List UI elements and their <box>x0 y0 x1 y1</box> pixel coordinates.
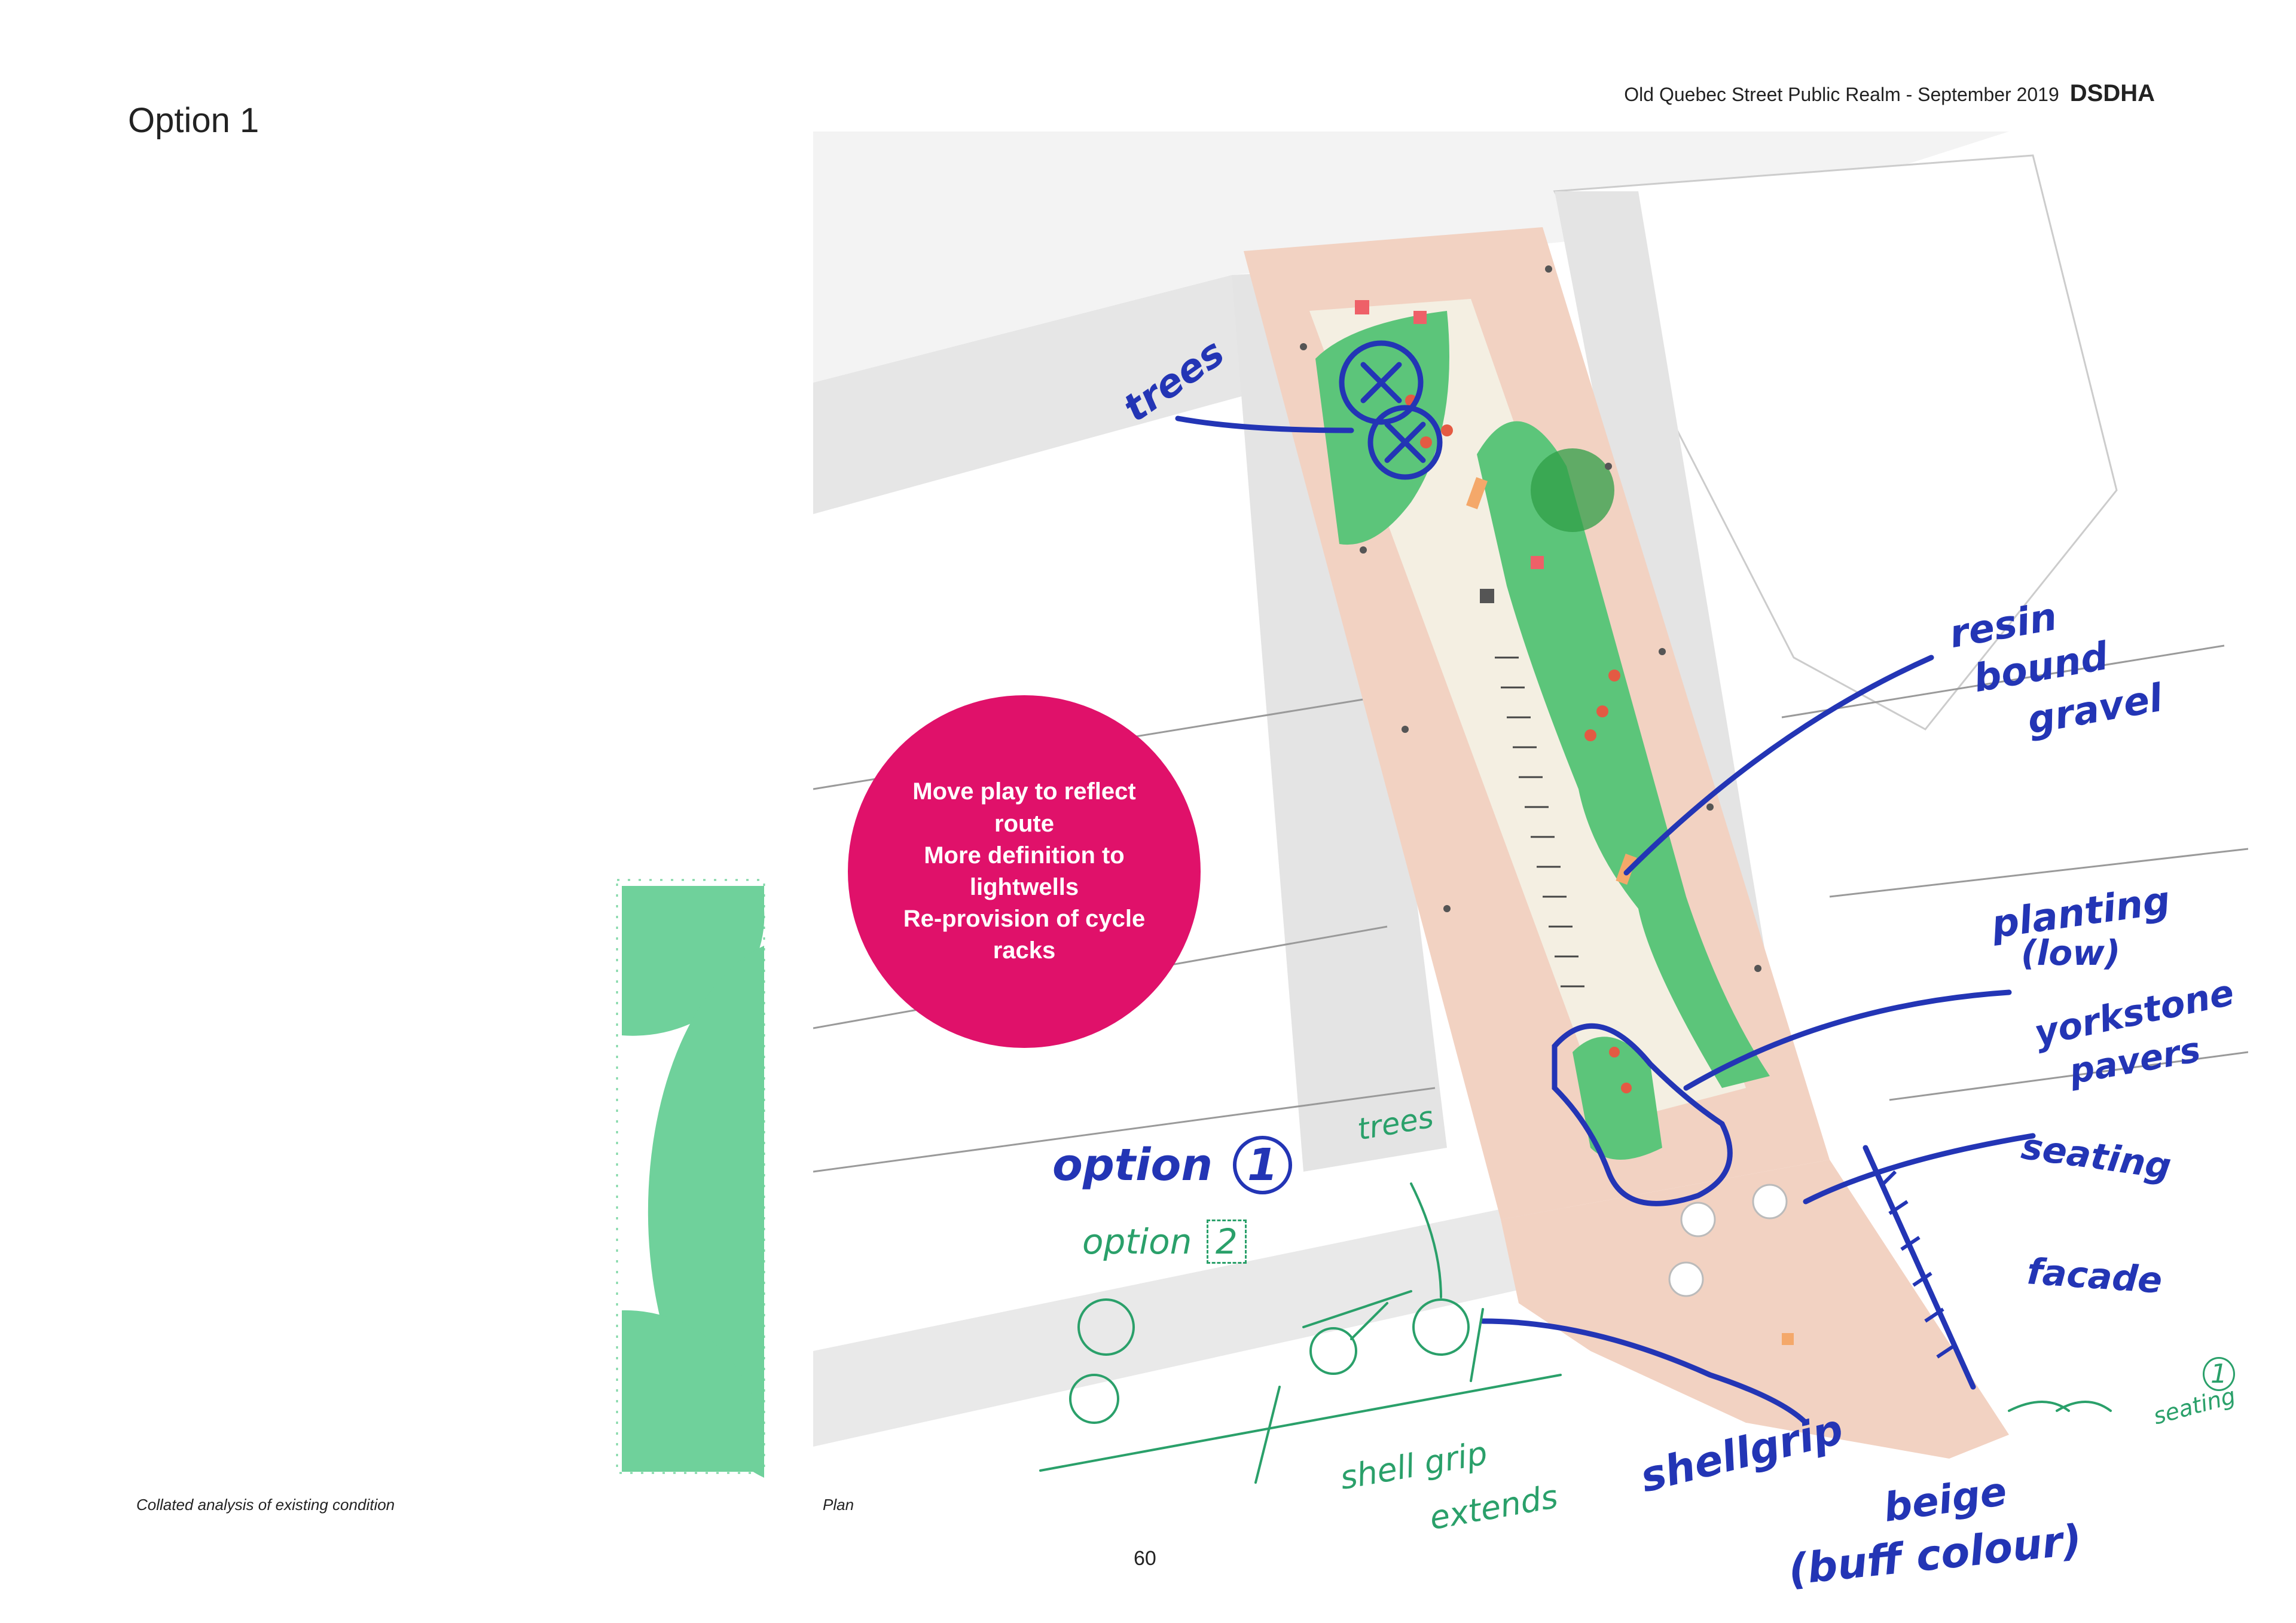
facade-hatch <box>1882 1170 1956 1359</box>
annotation-option-2-number: 2 <box>1206 1219 1247 1264</box>
caption-existing-condition: Collated analysis of existing condition <box>136 1496 395 1514</box>
building-block-west <box>813 275 1292 514</box>
annotation-option-1-number: 1 <box>1232 1136 1293 1194</box>
page-number: 60 <box>1134 1547 1156 1570</box>
building-block-east <box>1553 154 2118 730</box>
green-annotations <box>1039 1182 2112 1484</box>
pavement-strip-west <box>1232 269 1447 1172</box>
header-project-title: Old Quebec Street Public Realm - Septemb… <box>1624 84 2059 105</box>
pattern-swatch <box>616 879 765 1478</box>
annotation-option-2: option <box>1082 1221 1192 1262</box>
callout-text: Move play to reflect route More definiti… <box>903 778 1146 964</box>
design-callout: Move play to reflect route More definiti… <box>848 695 1201 1048</box>
caption-plan: Plan <box>823 1496 854 1514</box>
annotation-option-1: option <box>1052 1139 1213 1191</box>
blue-annotations <box>1175 340 2036 1426</box>
annotation-option-2-label: option 2 <box>1082 1219 1247 1264</box>
annotation-option-1-label: option 1 <box>1052 1136 1293 1194</box>
document-header: Old Quebec Street Public Realm - Septemb… <box>1624 80 2155 107</box>
brand-logo-text: DSDHA <box>2069 80 2155 106</box>
site-plan <box>813 132 2248 1484</box>
paving-extension <box>1501 1160 2009 1459</box>
planting-bed-east <box>1477 421 1770 1088</box>
page-title: Option 1 <box>128 101 259 140</box>
planting-bed-south <box>1573 1037 1662 1160</box>
annotation-seating-number: 1 <box>2203 1357 2235 1391</box>
annotation-planting-low: (low) <box>2021 933 2121 973</box>
resin-gravel-path <box>1309 299 1746 1124</box>
street-frontage <box>813 1196 1567 1447</box>
